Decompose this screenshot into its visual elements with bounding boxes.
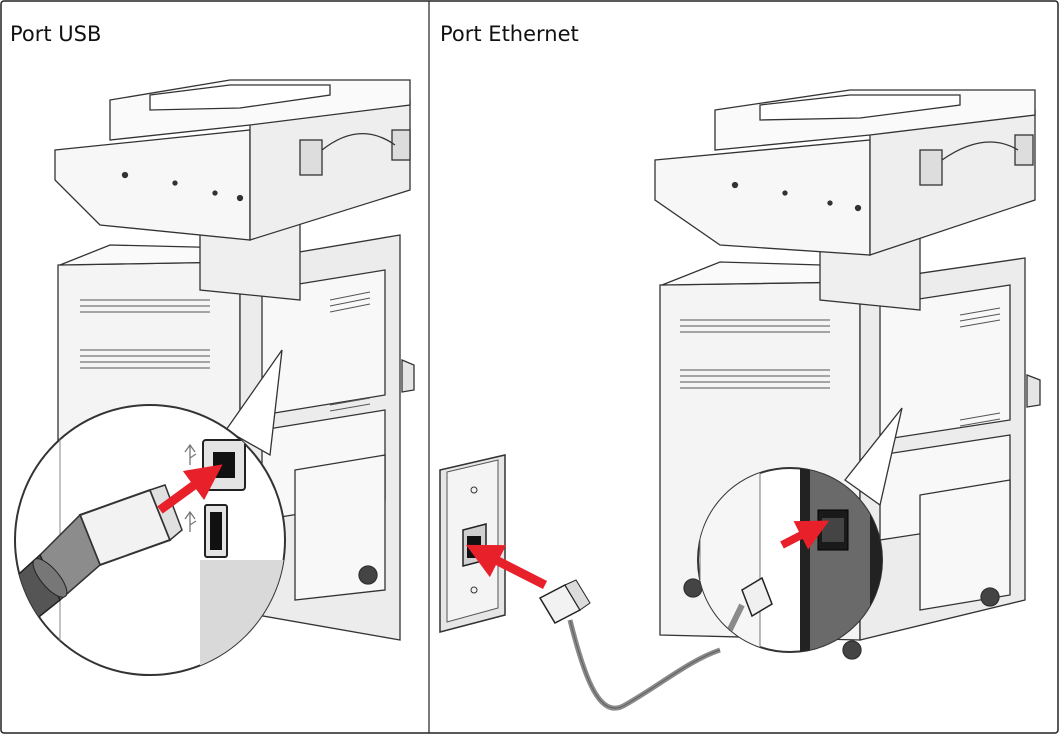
- zoom-pointer-usb: [225, 349, 283, 457]
- arrow-icon: [157, 464, 223, 514]
- zoom-pointer-ethernet: [844, 407, 903, 507]
- arrow-icon: [780, 520, 830, 550]
- printer-ethernet: [654, 89, 1041, 660]
- rj45-plug-icon: [538, 579, 591, 624]
- arrow-icon: [465, 544, 548, 590]
- wall-jack: [439, 454, 506, 633]
- rj45-plug-icon: [741, 576, 773, 618]
- usb-magnifier: [14, 404, 286, 676]
- panel-title-ethernet: Port Ethernet: [440, 22, 579, 46]
- usb-icon: [184, 443, 197, 532]
- panel-title-usb: Port USB: [10, 22, 102, 46]
